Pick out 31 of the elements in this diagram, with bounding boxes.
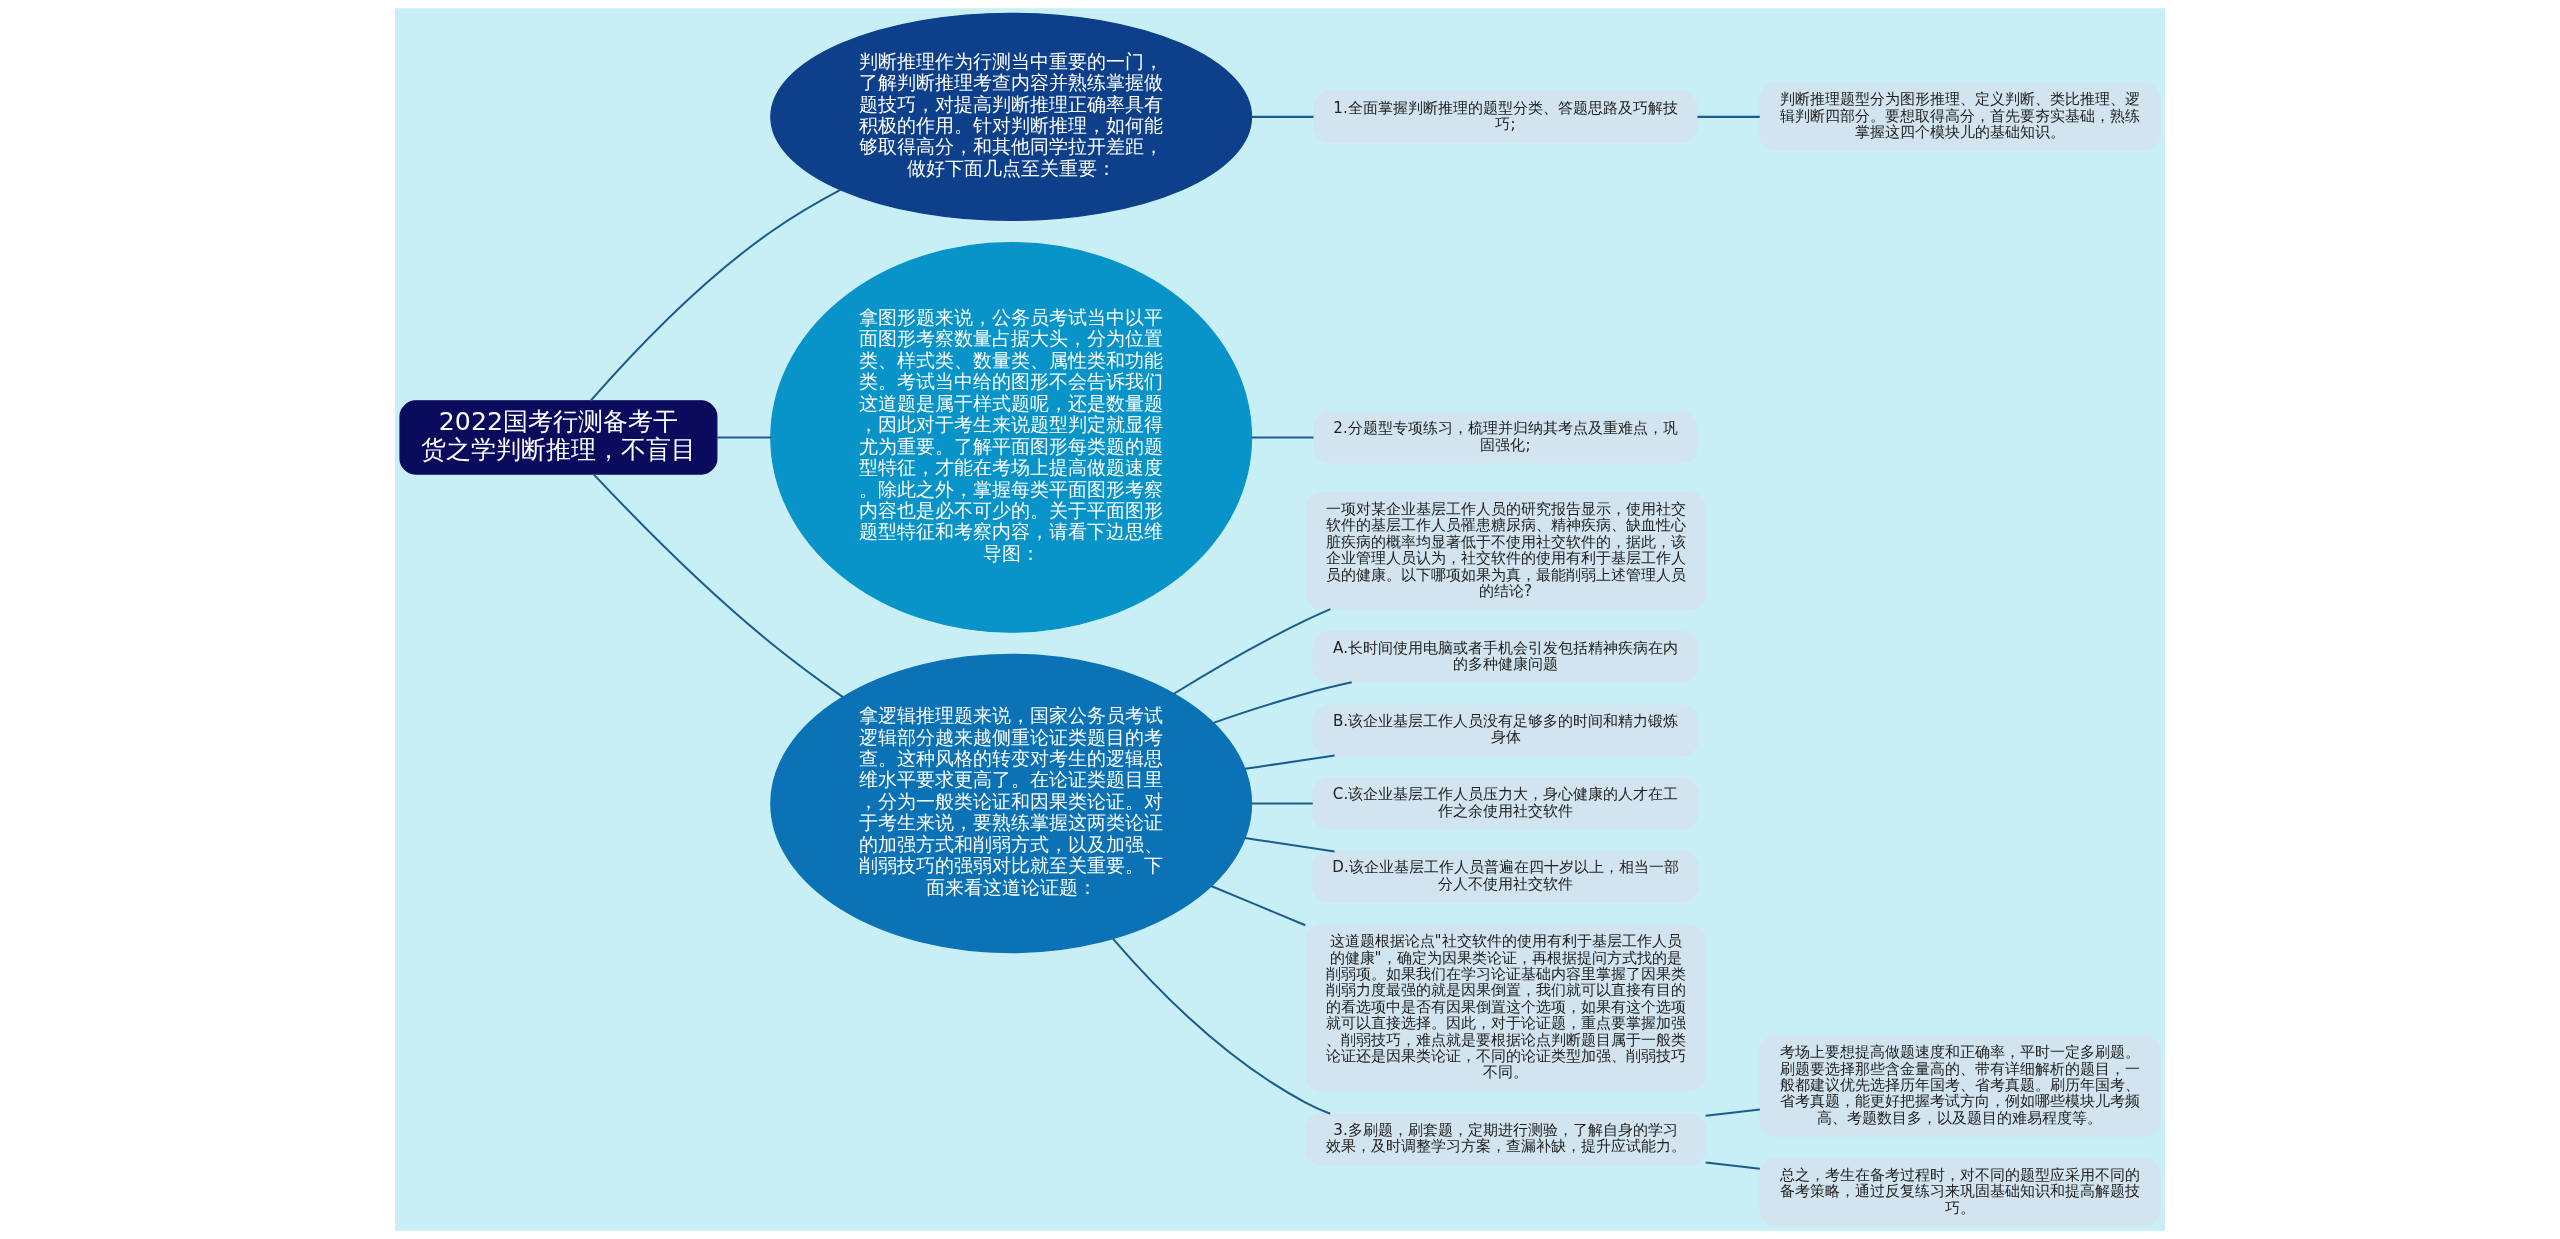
node-ellipse: 判断推理作为行测当中重要的一门，了解判断推理考查内容并熟练掌握做题技巧，对提高判断推理正确率具有积极的作用。针对判断推理，如何能够取得高分，和其他同学拉开差距，做好下面几点至关重要：	[770, 12, 1253, 222]
connector	[1210, 885, 1306, 927]
connector	[1213, 681, 1352, 724]
connector	[1244, 837, 1335, 853]
connector	[1705, 1161, 1760, 1170]
connector	[1697, 115, 1760, 118]
connector	[1244, 754, 1335, 770]
node-box: A.长时间使用电脑或者手机会引发包括精神疾病在内的多种健康问题	[1312, 631, 1699, 683]
connector	[1251, 436, 1314, 439]
node-ellipse: 拿逻辑推理题来说，国家公务员考试逻辑部分越来越侧重论证类题目的考查。这种风格的转变对考生的逻辑思维水平要求更高了。在论证类题目里，分为一般类论证和因果类论证。对于考生来说，要熟练掌握这两类论证的加强方式和削弱方式，以及加强、削弱技巧的强弱对比就至关重要。下面来看这道论证题：	[770, 653, 1253, 954]
node-box: 2022国考行测备考干货之学判断推理，不盲目	[399, 400, 718, 475]
connector	[716, 436, 772, 439]
node-ellipse: 拿图形题来说，公务员考试当中以平面图形考察数量占据大头，分为位置类、样式类、数量类、属性类和功能类。考试当中给的图形不会告诉我们这道题是属于样式题呢，还是数量题，因此对于考生来说题型判定就显得尤为重要。了解平面图形每类题的题型特征，才能在考场上提高做题速度。除此之外，掌握每类平面图形考察内容也是必不可少的。关于平面图形题型特征和考察内容，请看下边思维导图：	[770, 242, 1253, 633]
node-box: D.该企业基层工作人员普遍在四十岁以上，相当一部分人不使用社交软件	[1312, 850, 1699, 903]
node-box: C.该企业基层工作人员压力大，身心健康的人才在工作之余使用社交软件	[1312, 777, 1699, 830]
node-box: 总之，考生在备考过程时，对不同的题型应采用不同的备考策略，通过反复练习来巩固基础知识和提高解题技巧。	[1759, 1158, 2161, 1227]
node-box: 判断推理题型分为图形推理、定义判断、类比推理、逻辑判断四部分。要想取得高分，首先要夯实基础，熟练掌握这四个模块儿的基础知识。	[1759, 82, 2161, 151]
node-box: 3.多刷题，刷套题，定期进行测验，了解自身的学习效果，及时调整学习方案，查漏补缺，提升应试能力。	[1304, 1113, 1707, 1166]
connector	[1705, 1108, 1760, 1117]
connector	[1112, 938, 1331, 1115]
node-box: 1.全面掌握判断推理的题型分类、答题思路及巧解技巧;	[1313, 91, 1699, 143]
connector	[590, 189, 841, 402]
node-box: B.该企业基层工作人员没有足够多的时间和精力锻炼身体	[1312, 704, 1699, 757]
node-box: 考场上要想提高做题速度和正确率，平时一定多刷题。刷题要选择那些含金量高的、带有详细解析的题目，一般都建议优先选择历年国考、省考真题。刷历年国考、省考真题，能更好把握考试方向，例如哪些模块儿考频高、考题数目多，以及题目的难易程度等。	[1759, 1035, 2161, 1137]
connector	[1173, 608, 1331, 695]
node-box: 这道题根据论点"社交软件的使用有利于基层工作人员的健康"，确定为因果类论证，再根据提问方式找的是削弱项。如果我们在学习论证基础内容里掌握了因果类削弱力度最强的就是因果倒置，我们就可以直接有目的的看选项中是否有因果倒置这个选项，如果有这个选项就可以直接选择。因此，对于论证题，重点要掌握加强、削弱技巧，难点就是要根据论点判断题目属于一般类论证还是因果类论证，不同的论证类型加强、削弱技巧不同。	[1304, 924, 1707, 1092]
connector	[1251, 115, 1314, 118]
connector	[1251, 802, 1313, 805]
connector	[592, 473, 844, 698]
node-box: 2.分题型专项练习，梳理并归纳其考点及重难点，巩固强化;	[1313, 411, 1699, 464]
node-box: 一项对某企业基层工作人员的研究报告显示，使用社交软件的基层工作人员罹患糖尿病、精神疾病、缺血性心脏疾病的概率均显著低于不使用社交软件的，据此，该企业管理人员认为，社交软件的使用有利于基层工作人员的健康。以下哪项如果为真，最能削弱上述管理人员的结论?	[1304, 492, 1707, 610]
